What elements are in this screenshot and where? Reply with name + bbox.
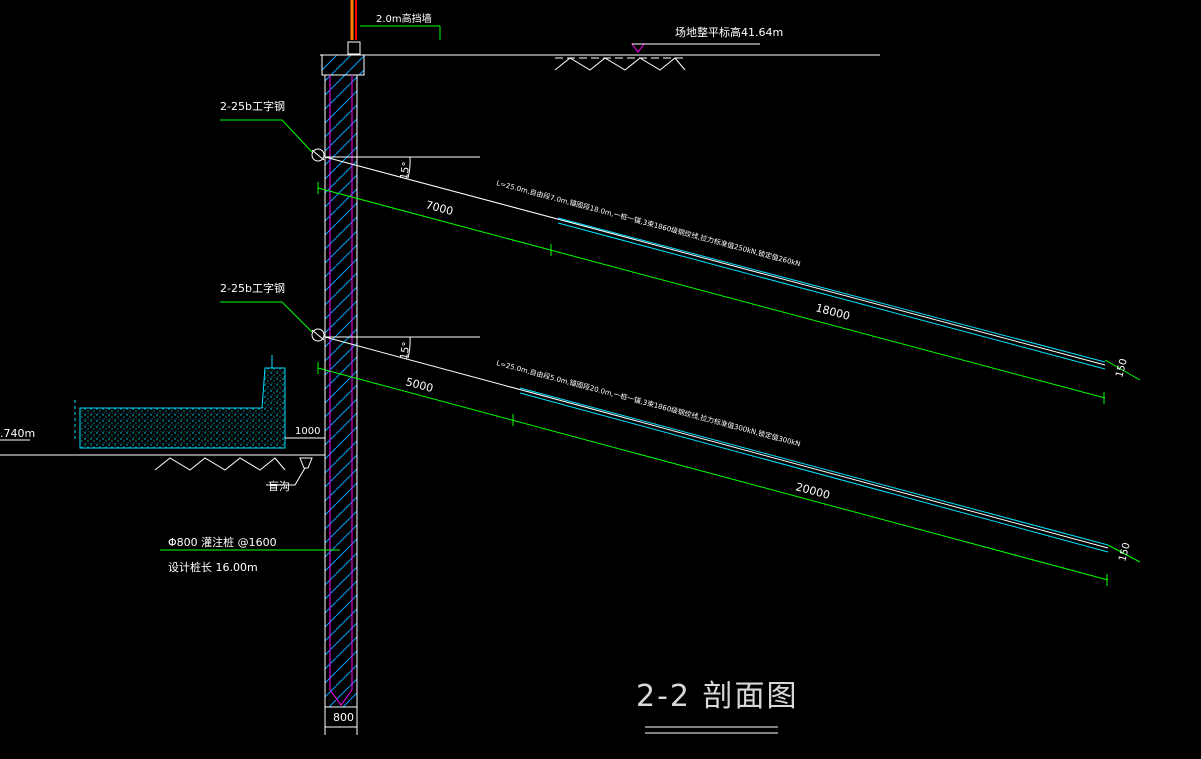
anchor-2-spec: L=25.0m,自由段5.0m,锚固段20.0m,一桩一锚,3束1860级钢绞线… bbox=[495, 358, 801, 448]
top-note: 2.0m高挡墙 bbox=[376, 12, 432, 25]
anchor-1-bond: 18000 bbox=[814, 301, 851, 323]
waling-beam-1: 2-25b工字钢 15° bbox=[220, 99, 480, 180]
angle-2: 15° bbox=[399, 341, 413, 360]
offset-dim: 1000 bbox=[295, 426, 320, 437]
ground-level-label: 场地整平标高41.64m bbox=[675, 25, 783, 39]
ditch-label: 盲沟 bbox=[268, 479, 290, 493]
drawing-title: 2-2 剖面图 bbox=[636, 679, 799, 714]
backfill-area: .740m 1000 盲沟 bbox=[0, 355, 325, 493]
anchor-1-dia: 150 bbox=[1114, 357, 1130, 378]
pile-length-text: 设计桩长 16.00m bbox=[168, 560, 258, 574]
anchor-2-bond: 20000 bbox=[794, 480, 831, 502]
beam-label-2: 2-25b工字钢 bbox=[220, 281, 285, 295]
anchor-1-spec: L=25.0m,自由段7.0m,锚固段18.0m,一桩一锚,3束1860级钢绞线… bbox=[495, 178, 801, 268]
anchor-1-free: 7000 bbox=[424, 198, 454, 218]
waling-beam-2: 2-25b工字钢 15° bbox=[220, 281, 480, 360]
anchor-1: L=25.0m,自由段7.0m,锚固段18.0m,一桩一锚,3束1860级钢绞线… bbox=[317, 156, 1141, 404]
angle-1: 15° bbox=[399, 161, 413, 180]
top-wall: 2.0m高挡墙 bbox=[321, 0, 441, 76]
drawing-title-block: 2-2 剖面图 bbox=[636, 679, 799, 734]
pile-spec: Φ800 灌注桩 @1600 设计桩长 16.00m bbox=[160, 535, 340, 574]
beam-label-1: 2-25b工字钢 bbox=[220, 99, 285, 113]
pile-spec-text: Φ800 灌注桩 @1600 bbox=[168, 535, 277, 549]
ground-top: 场地整平标高41.64m bbox=[320, 25, 880, 71]
pile: 800 bbox=[324, 74, 358, 735]
left-level-label: .740m bbox=[0, 427, 35, 440]
pile-width: 800 bbox=[333, 711, 354, 724]
anchor-2-dia: 150 bbox=[1117, 541, 1133, 562]
